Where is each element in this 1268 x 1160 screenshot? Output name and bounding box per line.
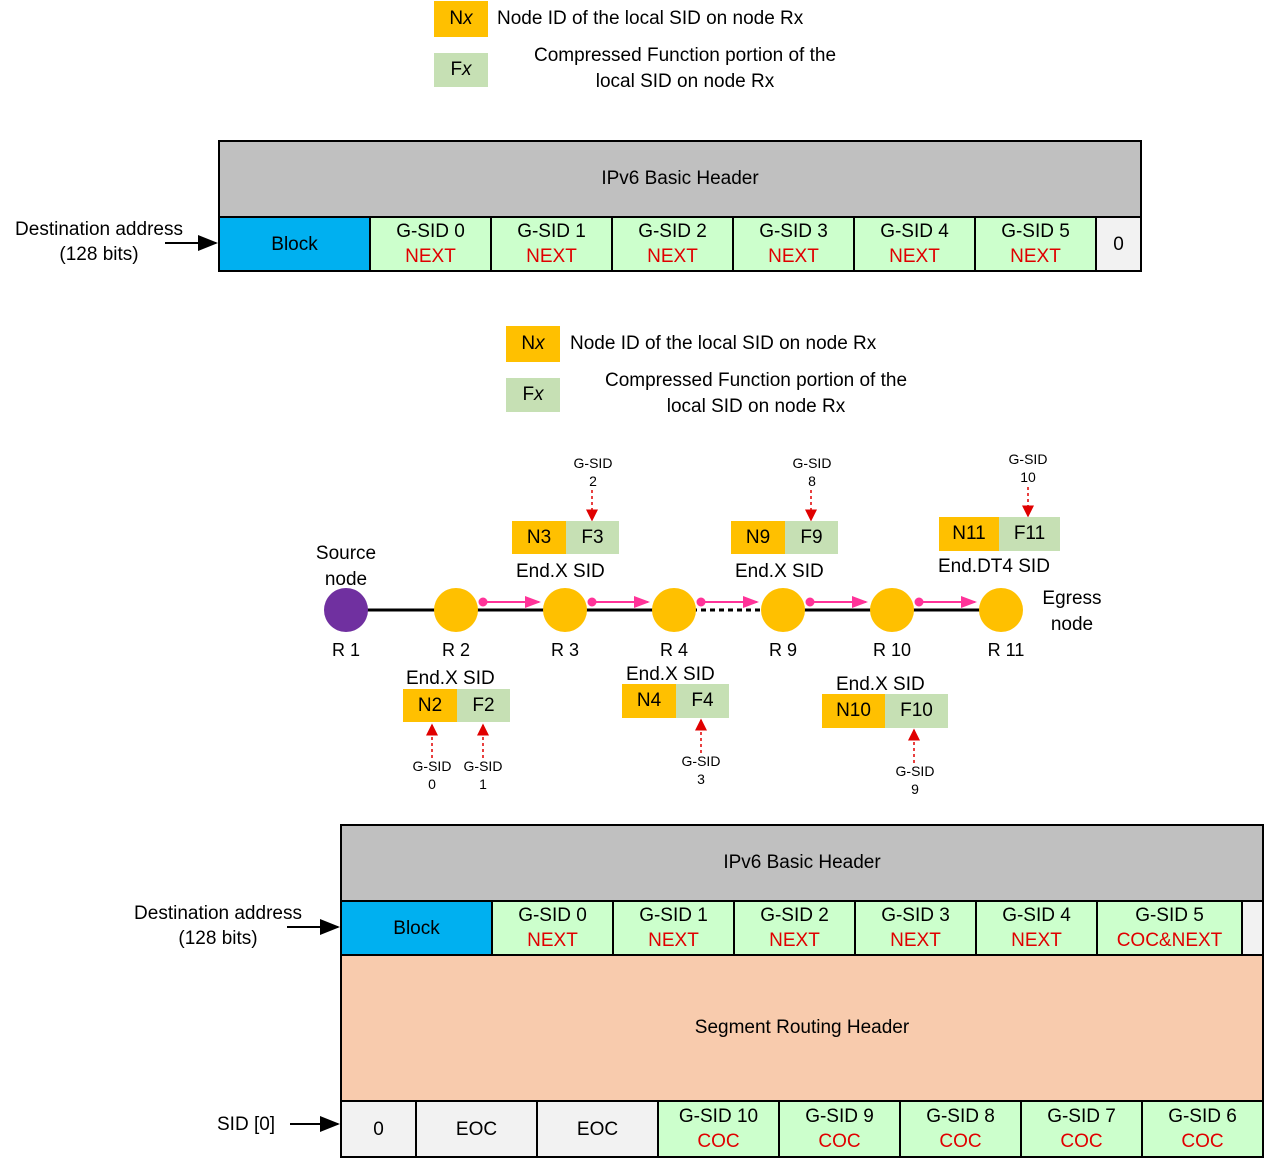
node-id-cell: N10 — [822, 694, 885, 728]
sid-box-r10: N10 F10 — [822, 694, 948, 728]
node-r9 — [761, 588, 805, 632]
function-cell: F9 — [785, 521, 838, 554]
zero-cell: 0 — [342, 1102, 417, 1156]
node-r2 — [434, 588, 478, 632]
legend-node-swatch: Nx — [434, 1, 488, 37]
eoc-cell: EOC — [417, 1102, 538, 1156]
gsid-pointer-arrows — [426, 487, 1034, 763]
node-r1 — [324, 588, 368, 632]
function-cell: F11 — [999, 517, 1060, 551]
node-r11 — [979, 588, 1023, 632]
source-node-label: Source node — [315, 543, 377, 590]
legend-func-text-2: Compressed Function portion of the local… — [604, 370, 908, 417]
sid-type-r9: End.X SID — [735, 561, 824, 582]
legend-node-text: Node ID of the local SID on node Rx — [497, 8, 804, 29]
sid-type-r3: End.X SID — [516, 561, 605, 582]
eoc-cell: EOC — [538, 1102, 659, 1156]
node-r10 — [870, 588, 914, 632]
sid-box-r11: N11 F11 — [939, 517, 1060, 551]
egress-node-label: Egress node — [1042, 588, 1102, 635]
node-id-cell: N3 — [512, 521, 566, 554]
node-label-r9: R 9 — [768, 640, 797, 660]
forwarding-arrows — [478, 596, 977, 608]
sid-type-r10: End.X SID — [836, 674, 925, 695]
node-label-r1: R 1 — [331, 640, 360, 660]
legend-node-swatch-2: Nx — [506, 326, 560, 362]
node-id-cell: N4 — [622, 684, 676, 718]
sid-type-r4: End.X SID — [626, 664, 715, 685]
node-label-r3: R 3 — [550, 640, 579, 660]
node-label-r10: R 10 — [872, 640, 912, 660]
legend-func-text: Compressed Function portion of the local… — [533, 45, 837, 92]
function-cell: F4 — [676, 684, 729, 718]
sid-type-r11: End.DT4 SID — [938, 556, 1050, 577]
tail-cell — [1243, 902, 1262, 954]
node-id-cell: N2 — [403, 689, 457, 722]
block-cell: Block — [342, 902, 493, 954]
node-r4 — [652, 588, 696, 632]
legend-func-swatch-2: Fx — [506, 378, 560, 412]
dest-address-label-top: Destination address (128 bits) — [15, 219, 183, 265]
ipv6-header-top: IPv6 Basic Header — [220, 142, 1140, 218]
node-label-r11: R 11 — [987, 640, 1025, 660]
ipv6-header-bottom: IPv6 Basic Header — [342, 826, 1262, 902]
function-cell: F2 — [457, 689, 510, 722]
function-cell: F3 — [566, 521, 619, 554]
block-cell: Block — [220, 218, 371, 270]
node-r3 — [543, 588, 587, 632]
tail-zero-cell: 0 — [1097, 218, 1140, 270]
segment-routing-header: Segment Routing Header — [342, 956, 1262, 1102]
sid-box-r9: N9 F9 — [731, 521, 838, 554]
dest-address-label-bottom: Destination address (128 bits) — [134, 903, 302, 949]
sid-box-r4: N4 F4 — [622, 684, 729, 718]
node-label-r4: R 4 — [659, 640, 688, 660]
legend-func-swatch: Fx — [434, 53, 488, 87]
node-id-cell: N9 — [731, 521, 785, 554]
node-label-r2: R 2 — [441, 640, 470, 660]
function-cell: F10 — [885, 694, 948, 728]
sid0-label: SID [0] — [217, 1114, 276, 1135]
sid-box-r3: N3 F3 — [512, 521, 619, 554]
node-id-cell: N11 — [939, 517, 999, 551]
sid-box-r2: N2 F2 — [403, 689, 510, 722]
legend-node-text-2: Node ID of the local SID on node Rx — [570, 333, 877, 354]
sid-type-r2: End.X SID — [406, 668, 495, 689]
